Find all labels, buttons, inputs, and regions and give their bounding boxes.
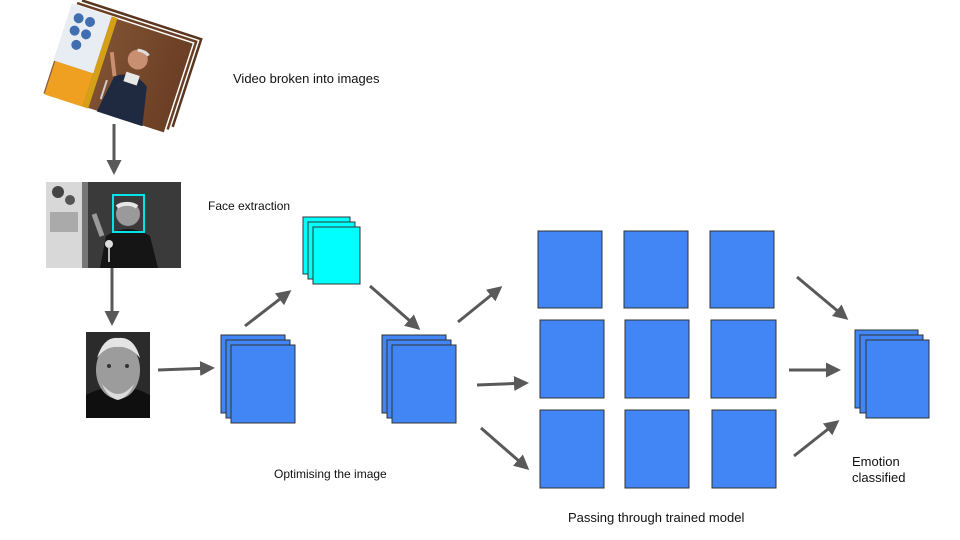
video-frames-photo xyxy=(41,0,205,135)
label-optimising: Optimising the image xyxy=(274,467,387,481)
face-detection-photo xyxy=(46,182,181,268)
model-cell xyxy=(710,319,777,399)
cropped-face-photo xyxy=(86,332,150,418)
model-cell xyxy=(624,319,690,399)
arrow-to-model-mid xyxy=(476,375,529,391)
model-cell xyxy=(539,319,605,399)
arrow-to-model-top xyxy=(457,286,503,324)
arrow-model-top-to-output xyxy=(796,275,849,320)
model-cell xyxy=(537,230,603,309)
label-face-extraction: Face extraction xyxy=(208,199,291,213)
flow-arrows xyxy=(104,124,849,470)
arrow-to-model-bottom xyxy=(480,426,530,470)
optimised-frame-stack xyxy=(381,334,457,424)
model-cell xyxy=(623,230,689,309)
arrow-model-bottom-to-output xyxy=(793,420,840,458)
model-cell xyxy=(539,409,605,489)
face-extraction-stack xyxy=(302,216,361,285)
output-frame-stack xyxy=(854,329,930,419)
arrow-crop-to-frames xyxy=(157,360,215,376)
label-video-broken: Video broken into images xyxy=(233,71,380,86)
label-emotion-classified: Emotion classified xyxy=(852,454,906,485)
arrow-to-face-extraction xyxy=(244,290,292,328)
preprocess-frame-stack xyxy=(220,334,296,424)
model-cell xyxy=(709,230,775,309)
label-trained-model: Passing through trained model xyxy=(568,510,745,525)
trained-model-grid xyxy=(537,230,777,489)
face-box-icon xyxy=(112,194,145,233)
arrow-extraction-to-optimised xyxy=(369,284,421,330)
model-cell xyxy=(624,409,690,489)
model-cell xyxy=(711,409,777,489)
